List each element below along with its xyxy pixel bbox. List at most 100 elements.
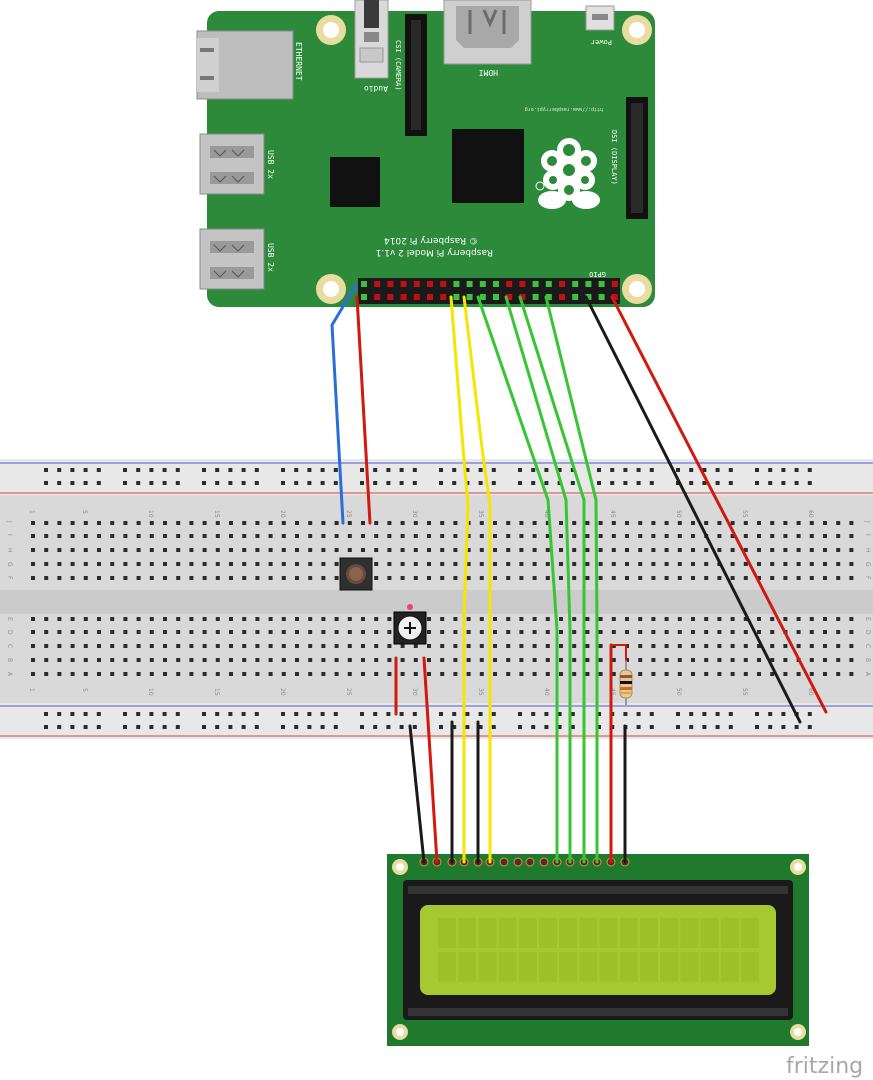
breadboard-hole	[691, 617, 695, 621]
breadboard-hole	[836, 562, 841, 566]
breadboard-hole	[189, 548, 194, 552]
column-number: 50	[675, 510, 682, 518]
breadboard-hole	[506, 658, 511, 662]
breadboard-hole	[506, 644, 511, 648]
wire-red	[610, 295, 828, 714]
breadboard-hole	[44, 534, 49, 538]
breadboard-hole	[70, 617, 75, 621]
breadboard-hole	[387, 617, 392, 621]
gpio-pin	[361, 281, 367, 287]
breadboard-hole	[704, 658, 709, 662]
rail-hole	[373, 481, 378, 485]
breadboard-hole	[836, 630, 841, 634]
breadboard-hole	[334, 521, 339, 525]
breadboard-hole	[268, 617, 273, 621]
breadboard-hole	[545, 672, 550, 676]
rail-hole	[623, 481, 628, 485]
audio-label: Audio	[364, 84, 388, 93]
rail-hole	[781, 712, 786, 716]
breadboard-hole	[532, 548, 537, 552]
breadboard-hole	[730, 658, 735, 662]
breadboard-hole	[836, 534, 841, 538]
center-channel	[0, 590, 873, 614]
breadboard-hole	[638, 658, 643, 662]
breadboard-hole	[559, 576, 563, 580]
breadboard-hole	[704, 521, 709, 525]
rail-hole	[794, 725, 799, 729]
breadboard-hole	[453, 548, 458, 552]
breadboard-hole	[83, 576, 88, 580]
breadboard-hole	[31, 521, 35, 525]
rail-hole	[44, 712, 48, 716]
top-power-rail	[0, 459, 873, 495]
breadboard-hole	[559, 644, 563, 648]
breadboard-hole	[717, 534, 722, 538]
breadboard-hole	[730, 534, 735, 538]
lcd-pin	[525, 857, 535, 867]
breadboard-hole	[189, 617, 194, 621]
breadboard-hole	[453, 576, 458, 580]
breadboard-hole	[215, 617, 220, 621]
breadboard-hole	[215, 658, 220, 662]
breadboard-hole	[611, 562, 616, 566]
breadboard-hole	[136, 548, 141, 552]
breadboard-hole	[519, 521, 524, 525]
lcd-char-cell	[741, 952, 759, 982]
breadboard-hole	[361, 672, 365, 676]
breadboard-hole	[598, 521, 603, 525]
breadboard-hole	[809, 521, 814, 525]
rail-hole	[570, 725, 575, 729]
breadboard-hole	[57, 521, 62, 525]
breadboard-hole	[572, 672, 577, 676]
breadboard-hole	[493, 617, 497, 621]
breadboard-hole	[598, 644, 603, 648]
rail-hole	[412, 468, 417, 472]
breadboard-hole	[743, 562, 748, 566]
lcd-char-cell	[579, 918, 598, 948]
rail-hole	[228, 712, 233, 716]
push-button	[339, 557, 373, 591]
breadboard-hole	[466, 576, 471, 580]
breadboard-hole	[427, 548, 431, 552]
breadboard-hole	[770, 644, 775, 648]
row-letter: D	[864, 630, 871, 635]
gpio-pin	[598, 294, 605, 300]
breadboard-hole	[493, 562, 497, 566]
breadboard-hole	[796, 521, 801, 525]
breadboard-hole	[387, 534, 392, 538]
rail-hole	[294, 481, 299, 485]
breadboard-hole	[849, 521, 854, 525]
breadboard-hole	[427, 672, 431, 676]
power-label: Power	[591, 38, 612, 46]
breadboard-hole	[123, 534, 128, 538]
breadboard-hole	[664, 617, 669, 621]
breadboard-hole	[783, 562, 788, 566]
breadboard-hole	[83, 562, 88, 566]
breadboard-hole	[743, 672, 748, 676]
hdmi-label: HDMI	[479, 68, 498, 77]
rail-hole	[689, 712, 694, 716]
breadboard-hole	[506, 534, 511, 538]
breadboard-hole	[387, 576, 392, 580]
rail-hole	[689, 481, 694, 485]
breadboard-hole	[215, 630, 220, 634]
breadboard-hole	[400, 521, 405, 525]
breadboard-hole	[611, 548, 616, 552]
breadboard-hole	[215, 672, 220, 676]
row-letter: E	[864, 617, 871, 621]
breadboard-hole	[308, 548, 313, 552]
breadboard-hole	[651, 521, 656, 525]
lcd-char-cell	[599, 918, 618, 948]
breadboard-hole	[215, 534, 220, 538]
breadboard-hole	[677, 521, 682, 525]
breadboard-hole	[255, 630, 260, 634]
breadboard-hole	[31, 534, 35, 538]
breadboard-hole	[255, 534, 260, 538]
breadboard-hole	[519, 672, 524, 676]
rail-hole	[162, 481, 167, 485]
wire-blue	[330, 283, 358, 525]
rail-hole	[439, 481, 443, 485]
breadboard-hole	[308, 644, 313, 648]
rail-hole	[399, 481, 404, 485]
rail-hole	[386, 725, 391, 729]
